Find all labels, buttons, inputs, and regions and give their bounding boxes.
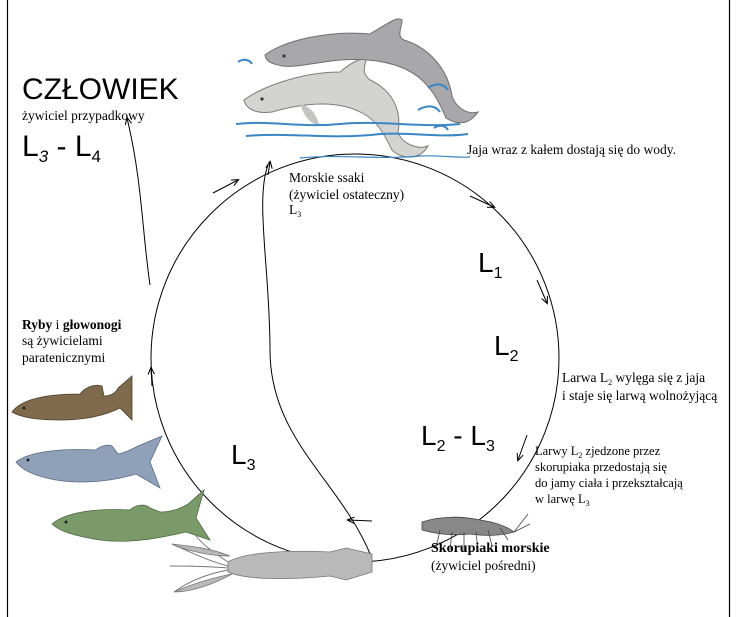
stage-l2-l3: L2 - L3 [421, 420, 495, 455]
stage-l1: L1 [478, 247, 503, 282]
dolphin-front [244, 60, 428, 158]
cycle-arrow-upper-right [537, 280, 547, 303]
paratenic-line3: paratenicznymi [22, 350, 105, 365]
human-title: CZŁOWIEK [22, 73, 179, 106]
herring-fish-illustration [16, 436, 162, 488]
crustacean-note-line3: do jamy ciała i przekształcają [535, 476, 683, 490]
dolphins-illustration [236, 19, 478, 158]
human-host-role: żywiciel przypadkowy [22, 108, 145, 123]
larva-note-line1: Larwa L2 wylęga się z jaja [562, 370, 705, 387]
crustacean-note-line2: skorupiaka przedostają się [535, 460, 667, 474]
cycle-arrow-lower-right [518, 435, 527, 460]
paratenic-line1: Ryby i głowonogi [22, 317, 122, 332]
mammals-larval-stage: L3 [289, 202, 301, 219]
mammals-label-line2: (żywiciel ostateczny) [289, 187, 404, 202]
dolphin-front-eye [260, 97, 263, 100]
crustacean-note-line4: w larwę L3 [535, 492, 590, 508]
dolphin-front-fin [300, 104, 320, 126]
crustacean-note-line1: Larwy L2 zjedzone przez [535, 444, 661, 460]
mammals-label-line1: Morskie ssaki [289, 170, 365, 185]
accidental-host-curve [127, 118, 150, 285]
stage-l3: L3 [231, 439, 256, 474]
eggs-note: Jaja wraz z kałem dostają się do wody. [467, 142, 676, 157]
cycle-arrow-top [470, 196, 494, 207]
larva-note-line2: i staje się larwą wolnożyjącą [562, 388, 718, 403]
crustacean-host-name: Skorupiaki morskie [431, 541, 550, 556]
mackerel-fish-illustration [52, 490, 210, 541]
transmission-curve [263, 165, 371, 556]
cycle-arrow-top-left [213, 180, 238, 193]
crustacean-host-role: (żywiciel pośredni) [431, 558, 536, 573]
human-larval-stages: L3 - L4 [22, 130, 101, 166]
cod-fish-illustration [12, 376, 132, 420]
stage-l2: L2 [494, 330, 519, 365]
cycle-arrow-bottom [348, 520, 372, 521]
water-surface [236, 123, 468, 136]
paratenic-line2: są żywicielami [22, 333, 103, 348]
dolphin-back-eye [282, 54, 285, 57]
